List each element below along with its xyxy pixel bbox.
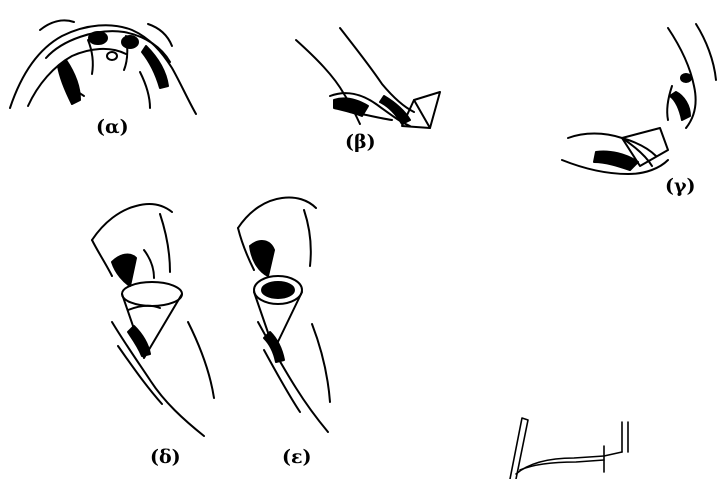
label-gamma: (γ) <box>665 177 696 196</box>
panel-alpha-drawing <box>10 20 196 114</box>
label-beta: (β) <box>345 133 376 152</box>
panel-gamma-drawing <box>562 24 716 174</box>
panel-beta-drawing <box>296 28 440 128</box>
panel-delta-drawing <box>92 204 214 436</box>
panel-epsilon-drawing <box>238 197 330 432</box>
label-epsilon: (ε) <box>282 448 312 467</box>
label-delta: (δ) <box>150 448 181 467</box>
label-alpha: (α) <box>96 118 129 137</box>
apparatus-fragment <box>510 418 628 479</box>
